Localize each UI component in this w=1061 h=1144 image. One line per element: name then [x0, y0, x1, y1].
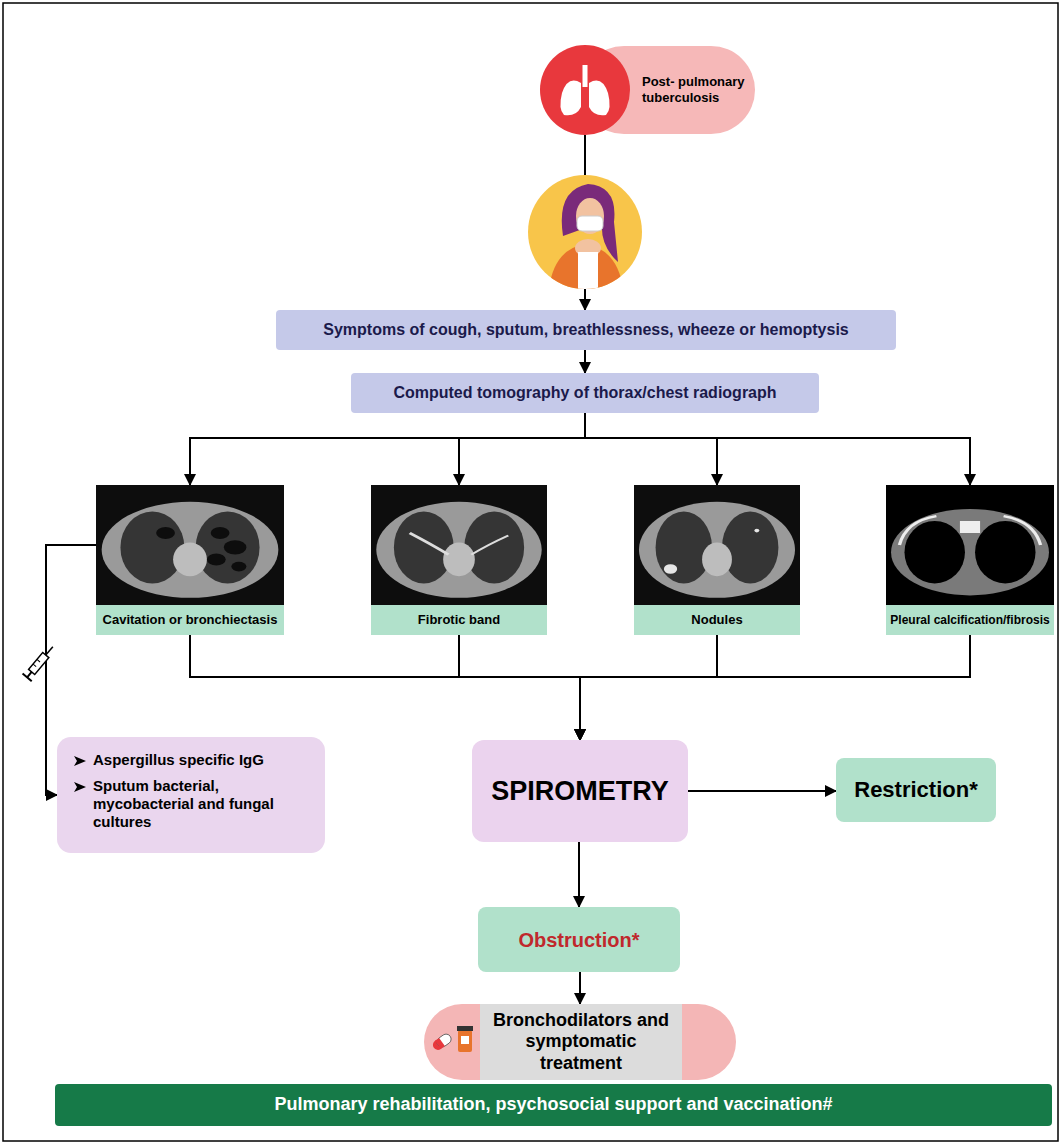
image-card: Nodules [634, 485, 800, 635]
flow-arrow [585, 413, 970, 485]
test-label: Aspergillus specific IgG [93, 751, 264, 769]
finding-band: Nodules [634, 605, 800, 635]
flow-arrow [580, 635, 970, 740]
flow-arrow [578, 842, 580, 907]
finding-label: Fibrotic band [418, 612, 500, 628]
finding-label: Nodules [691, 612, 742, 628]
box-label: Restriction* [854, 777, 977, 803]
image-card: Fibrotic band [371, 485, 547, 635]
ct-image [886, 485, 1054, 605]
syringe-icon [23, 643, 58, 681]
flow-arrow [459, 413, 585, 485]
box-label: Computed tomography of thorax/chest radi… [393, 383, 776, 402]
image-card: Cavitation or bronchiectasis [96, 485, 284, 635]
bullet-arrow [73, 754, 87, 768]
bullet-arrow [73, 780, 87, 794]
box-label: Symptoms of cough, sputum, breathlessnes… [323, 320, 848, 339]
process-box: Symptoms of cough, sputum, breathlessnes… [276, 310, 896, 350]
disease-pill: Post- pulmonary tuberculosis [540, 45, 756, 135]
finding-label: Pleural calcification/fibrosis [890, 613, 1049, 627]
flow-arrow [190, 413, 585, 485]
ct-image [371, 485, 547, 605]
flow-arrow [688, 790, 836, 792]
test-box: Aspergillus specific IgG Sputum bacterial… [57, 737, 325, 853]
process-box: Computed tomography of thorax/chest radi… [351, 373, 819, 413]
flow-arrow [190, 635, 580, 740]
result-box: Obstruction* [478, 907, 680, 972]
pill-label: Post- pulmonary tuberculosis [642, 74, 750, 105]
spirometry-box: SPIROMETRY [472, 740, 688, 842]
image-card: Pleural calcification/fibrosis [886, 485, 1054, 635]
box-label: SPIROMETRY [491, 775, 669, 807]
treatment-label: Bronchodilators and symptomatic treatmen… [488, 1010, 674, 1075]
flow-arrow [579, 972, 581, 1004]
result-box: Restriction* [836, 758, 996, 822]
footer-band: Pulmonary rehabilitation, psychosocial s… [55, 1084, 1052, 1126]
finding-band: Fibrotic band [371, 605, 547, 635]
flow-arrow [459, 635, 580, 740]
finding-band: Pleural calcification/fibrosis [886, 605, 1054, 635]
flow-arrow [580, 635, 717, 740]
flow-arrow [585, 413, 717, 485]
treatment-panel: Bronchodilators and symptomatic treatmen… [482, 1004, 680, 1080]
finding-label: Cavitation or bronchiectasis [103, 612, 278, 628]
box-label: Pulmonary rehabilitation, psychosocial s… [274, 1094, 832, 1116]
test-label: Sputum bacterial, mycobacterial and fung… [93, 777, 313, 831]
finding-band: Cavitation or bronchiectasis [96, 605, 284, 635]
frame [3, 3, 1058, 1141]
patient-icon [528, 175, 642, 300]
ct-image [96, 485, 284, 605]
bullet-row: Sputum bacterial, mycobacterial and fung… [73, 777, 313, 831]
box-label: Obstruction* [518, 928, 639, 952]
ct-image [634, 485, 800, 605]
flow-arrow [584, 350, 586, 373]
treatment-pill: Bronchodilators and symptomatic treatmen… [424, 1004, 736, 1080]
bullet-row: Aspergillus specific IgG [73, 751, 313, 769]
